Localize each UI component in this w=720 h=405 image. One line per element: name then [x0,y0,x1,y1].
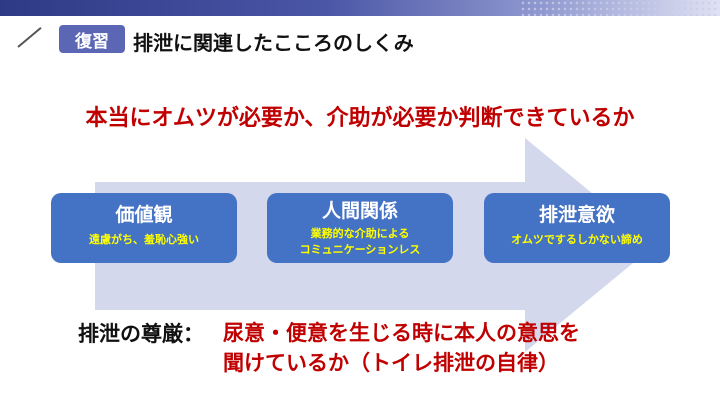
box-relationships: 人間関係 業務的な介助による コミュニケーションレス [267,193,453,263]
dignity-line-2: 聞けているか（トイレ排泄の自律） [223,351,559,375]
box-motivation-sub: オムツでするしかない諦め [511,233,643,246]
box-values-sub: 遠慮がち、羞恥心強い [89,233,199,246]
dignity-label: 排泄の尊厳： [78,322,204,346]
box-relationships-title: 人間関係 [321,200,398,222]
box-motivation-title: 排泄意欲 [538,204,615,226]
dignity-line-1: 尿意・便意を生じる時に本人の意思を [223,321,580,345]
headline: 本当にオムツが必要か、介助が必要か判断できているか [85,106,635,131]
box-relationships-sub1: 業務的な介助による [310,227,410,240]
page-title: 排泄に関連したこころのしくみ [133,31,414,55]
box-relationships-sub2: コミュニケーションレス [299,243,421,256]
banner-dot-pattern [520,0,720,16]
box-values: 価値観 遠慮がち、羞恥心強い [51,193,237,263]
box-excretion-motivation: 排泄意欲 オムツでするしかない諦め [484,193,670,263]
dignity-statement: 尿意・便意を生じる時に本人の意思を 聞けているか（トイレ排泄の自律） [223,318,703,378]
box-values-title: 価値観 [115,204,173,226]
review-badge: 復習 [59,25,125,53]
